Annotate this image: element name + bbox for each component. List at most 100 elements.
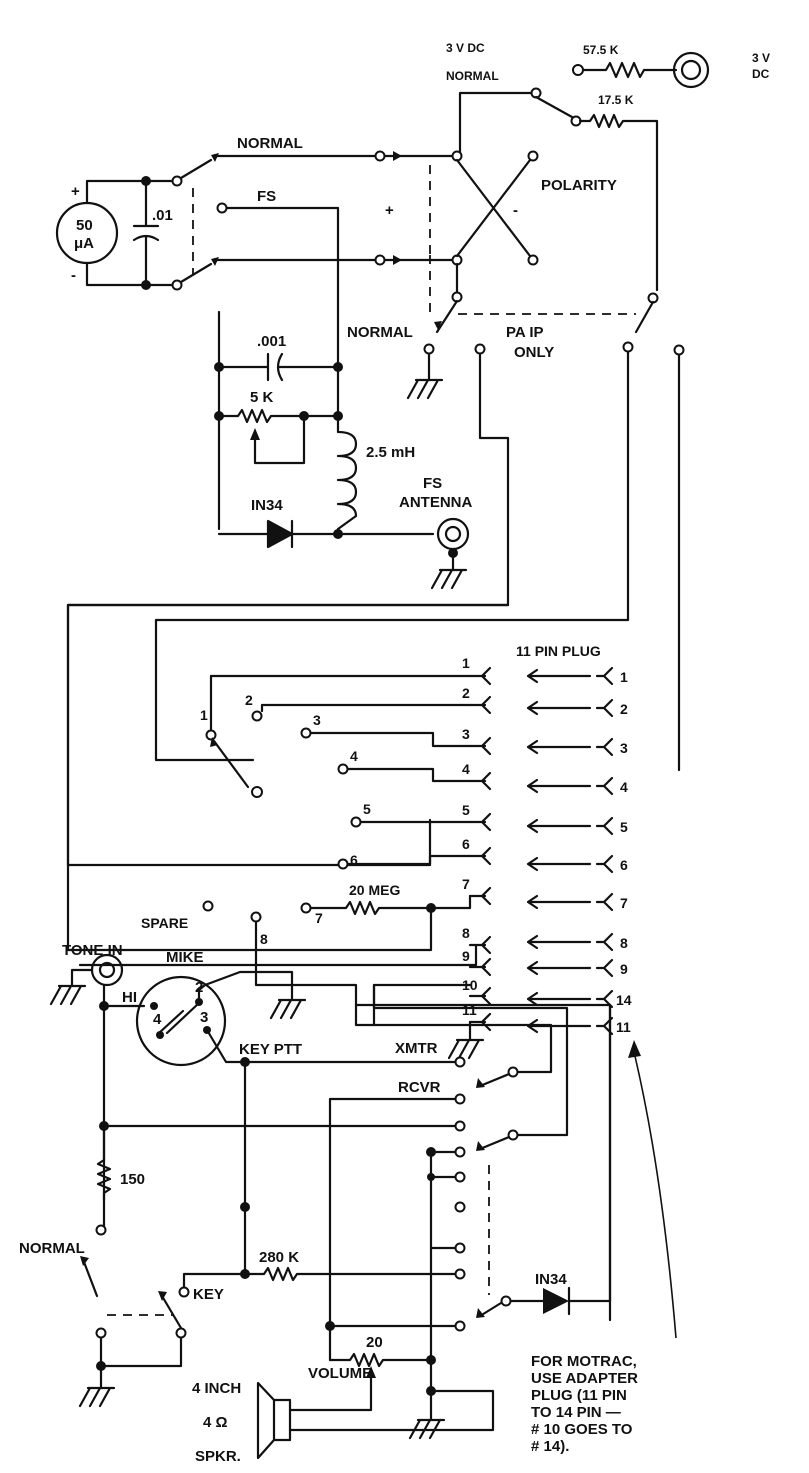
switch-blade-rcvr: [478, 1072, 511, 1088]
note-line-1: FOR MOTRAC,: [531, 1353, 637, 1370]
diode-in34-top: [217, 519, 435, 549]
switch-blades-fs: [179, 158, 213, 284]
terminal-pa-ip: [474, 343, 486, 355]
plug-sockets: [468, 666, 492, 1032]
inductor-2-5mh: [336, 365, 358, 531]
terminal-rcvr: [454, 1093, 466, 1105]
ground-normal-mid: [406, 352, 444, 400]
terminal-key: [178, 1286, 190, 1298]
plug-pin-left-5: 5: [462, 802, 470, 818]
sw-contact-7: [300, 902, 312, 914]
plug-pin-left-6: 6: [462, 836, 470, 852]
plug-pin-right-2: 2: [620, 701, 628, 717]
switch-blade-normal-b1: [82, 1260, 99, 1298]
plug-pin-left-2: 2: [462, 685, 470, 701]
plug-arrows: [526, 666, 614, 1036]
label-3v-dc-2: DC: [752, 67, 770, 81]
label-spkr-2: 4 Ω: [203, 1414, 228, 1431]
plug-pin-right-6: 6: [620, 857, 628, 873]
mike-pin1: [150, 1002, 158, 1010]
switch-blade-sw-b: [478, 1135, 511, 1151]
label-polarity: POLARITY: [541, 177, 617, 194]
terminal-rcvr-pivot: [507, 1066, 519, 1078]
switch-arrow-rcvr: [476, 1078, 485, 1088]
terminal-pol-6: [527, 254, 539, 266]
terminal-fs-switch-2: [171, 279, 183, 291]
wire-pa-ip: [66, 352, 510, 867]
sw-contact-1: [205, 729, 217, 741]
switch-pol-blades: [383, 154, 454, 262]
terminal-sw-b-pivot: [507, 1129, 519, 1141]
label-r-57-5k: 57.5 K: [583, 43, 619, 57]
label-r-150: 150: [120, 1171, 145, 1188]
label-meter-minus: -: [71, 267, 76, 284]
plug-pin-left-1: 1: [462, 655, 470, 671]
sw-pin-4-label: 4: [350, 748, 358, 764]
wire-20meg-loop: [66, 603, 510, 952]
ground-antenna: [430, 551, 468, 590]
wire-sw-xmtr-common: [354, 1003, 553, 1074]
label-plus: +: [385, 202, 394, 219]
terminal-pol-5: [527, 150, 539, 162]
switch-arrow-normal-mid: [434, 321, 442, 330]
ground-volume: [408, 1358, 446, 1440]
wiper-5k: [253, 418, 306, 465]
terminal-xmtr: [454, 1056, 466, 1068]
plug-pin-left-11: 11: [462, 1002, 477, 1018]
note-line-3: PLUG (11 PIN: [531, 1387, 627, 1404]
wire-fs: [225, 206, 340, 369]
node-5k-mid: [299, 411, 309, 421]
terminal-sw-a: [454, 1120, 466, 1132]
label-pa-ip: PA IP: [506, 324, 544, 341]
wire-pin4: [346, 767, 472, 783]
wire-pin6: [346, 854, 472, 866]
terminal-sw-g: [454, 1268, 466, 1280]
switch-blade-normal-b2: [160, 1294, 183, 1330]
sw-contact-3: [300, 727, 312, 739]
terminal-sw-e: [454, 1201, 466, 1213]
switch-blade-in34: [478, 1301, 503, 1318]
jack-tone-in-inner: [98, 961, 116, 979]
label-spkr-1: 4 INCH: [192, 1380, 241, 1397]
wire-sw-b: [372, 983, 569, 1137]
label-fs-ant-2: ANTENNA: [399, 494, 472, 511]
switch-arrow-normal-b2: [158, 1291, 167, 1301]
plug-pin-left-9: 9: [462, 948, 470, 964]
resistor-20meg: [309, 894, 472, 916]
wire-pin2: [260, 703, 472, 713]
wire-sw-c: [429, 1150, 457, 1362]
wire-rcvr: [328, 1097, 457, 1327]
terminal-sw-c: [454, 1146, 466, 1158]
label-r-5k: 5 K: [250, 389, 274, 406]
label-11-pin-plug: 11 PIN PLUG: [516, 643, 601, 659]
label-hi: HI: [122, 989, 137, 1006]
mike-pin-3-label: 3: [200, 1009, 208, 1026]
plug-pin-right-3: 3: [620, 740, 628, 756]
plug-pin-right-4: 4: [620, 779, 628, 795]
diode-fill-top: [268, 521, 292, 547]
plug-pin-left-3: 3: [462, 726, 470, 742]
node-5k-left: [214, 411, 224, 421]
label-volume: VOLUME: [308, 1365, 372, 1382]
note-line-5: # 10 GOES TO: [531, 1421, 633, 1438]
node-c001-left: [214, 362, 224, 372]
mike-connector: [135, 975, 227, 1067]
resistor-5k: [217, 408, 340, 424]
terminal-normal-bottom: [95, 1224, 107, 1236]
terminal-57k: [572, 64, 584, 76]
terminal-sw-f: [454, 1320, 466, 1332]
wire-pol-cross: [455, 158, 532, 258]
label-normal-mid: NORMAL: [347, 324, 413, 341]
capacitor-01: [132, 179, 160, 287]
mike-pin2-ground: [197, 970, 307, 1020]
wire-normal-bottom-gnd: [99, 1336, 183, 1368]
terminal-polarity-switch-b: [673, 344, 685, 356]
label-r-20: 20: [366, 1334, 383, 1351]
sw-rotor-arrow: [210, 737, 218, 747]
label-spare: SPARE: [141, 915, 188, 931]
plug-pin-right-5: 5: [620, 819, 628, 835]
plug-pin-left-7: 7: [462, 876, 470, 892]
switch-arrow-normal-b1: [80, 1256, 89, 1266]
wire-key: [182, 1205, 247, 1289]
sw-contact-4: [337, 763, 349, 775]
